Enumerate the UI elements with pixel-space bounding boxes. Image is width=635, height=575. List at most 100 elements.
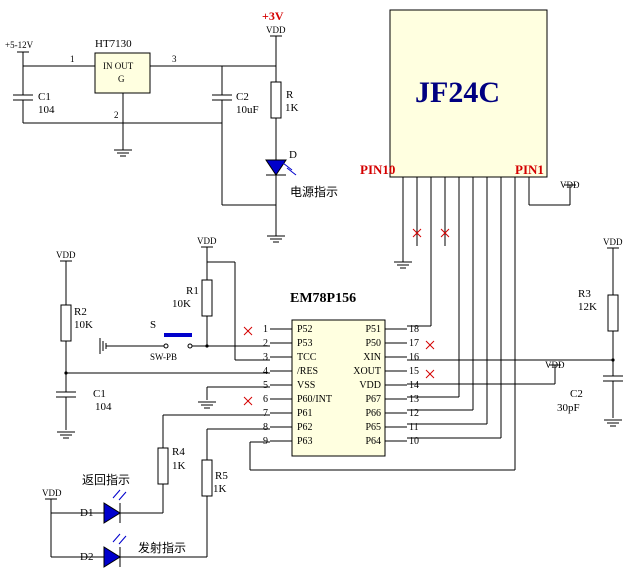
mcu-left-pin-name: P53	[297, 338, 313, 349]
mcu-left-pin-num: 5	[263, 380, 268, 391]
led-d1: VDD D1 返回指示	[42, 472, 130, 557]
r-led-name: R	[286, 89, 294, 101]
regulator-name: HT7130	[95, 38, 132, 50]
mcu-right-pin-name: VDD	[359, 380, 381, 391]
capacitor-c1-top: C1 104	[13, 66, 55, 123]
mcu-left-pin-name: P61	[297, 408, 313, 419]
r3-value: 12K	[578, 301, 597, 313]
mcu-right-pin-name: XIN	[363, 352, 381, 363]
module-pin1-label: PIN1	[515, 162, 544, 177]
mcu-right-pin-num: 12	[409, 408, 419, 419]
r2-value: 10K	[74, 319, 93, 331]
capacitor-c1-bottom: C1 104	[56, 388, 112, 439]
c2-top-value: 10uF	[236, 104, 259, 116]
mcu-right-pin-num: 14	[409, 380, 419, 391]
power-led-name: D	[289, 149, 297, 161]
r1-value: 10K	[172, 298, 191, 310]
c2-top-name: C2	[236, 91, 249, 103]
vdd-r2-label: VDD	[56, 250, 76, 260]
resistor-r-led: R 1K	[270, 81, 299, 119]
vdd-r1-label: VDD	[197, 236, 217, 246]
mcu-left-pin-num: 6	[263, 394, 268, 405]
mcu-left-pin-name: P52	[297, 324, 313, 335]
mcu-left-pin-num: 1	[263, 324, 268, 335]
input-supply-symbol	[16, 51, 30, 63]
mcu-right-pin-name: P51	[365, 324, 381, 335]
push-button-switch: S SW-PB	[99, 319, 207, 362]
reg-pin-in: 1	[70, 54, 75, 64]
vdd-module-label: VDD	[560, 180, 580, 190]
d1-name: D1	[80, 507, 93, 519]
regulator-gnd-mark: G	[118, 74, 125, 84]
mcu-right-pin-name: P65	[365, 422, 381, 433]
vdd-r3-label: VDD	[603, 237, 623, 247]
mcu-left-pin-num: 4	[263, 366, 268, 377]
power-supply-section: +5-12V 1 C1 104 HT7130 IN OUT G 2 3	[5, 9, 338, 243]
led-d2: D2 发射指示	[51, 533, 186, 568]
c1-bottom-name: C1	[93, 388, 106, 400]
mcu-left-pin-name: VSS	[297, 380, 315, 391]
c1-bottom-value: 104	[95, 401, 112, 413]
mcu-right-pin-name: XOUT	[353, 366, 381, 377]
mcu-name: EM78P156	[290, 291, 356, 306]
rf-module-jf24c: JF24C PIN10 PIN1 VDD	[360, 9, 580, 470]
vdd-mcu-label: VDD	[545, 360, 565, 370]
switch-name: S	[150, 319, 156, 331]
module-name: JF24C	[415, 76, 500, 109]
mcu-right-pin-num: 15	[409, 366, 419, 377]
r3-name: R3	[578, 288, 591, 300]
resistor-r4: R4 1K	[120, 414, 270, 514]
mcu-right-pin-name: P50	[365, 338, 381, 349]
r1-name: R1	[186, 285, 199, 297]
mcu-right-pin-name: P66	[365, 408, 381, 419]
r4-value: 1K	[172, 460, 186, 472]
mcu-right-pin-num: 13	[409, 394, 419, 405]
mcu-left-pin-num: 7	[263, 408, 268, 419]
d2-name: D2	[80, 551, 93, 563]
power-led: D 电源指示	[265, 149, 338, 199]
switch-label: SW-PB	[150, 352, 177, 362]
r5-value: 1K	[213, 483, 227, 495]
regulator-ht7130: HT7130 IN OUT G 2	[94, 38, 151, 157]
input-supply-label: +5-12V	[5, 40, 34, 50]
mcu-left-pin-num: 3	[263, 352, 268, 363]
vdd-led-label: VDD	[42, 488, 62, 498]
mcu-left-pin-name: P63	[297, 436, 313, 447]
mcu-right-pin-name: P67	[365, 394, 381, 405]
resistor-r5: R5 1K	[120, 428, 270, 558]
resistor-r2: VDD R2 10K	[56, 250, 93, 392]
mcu-left-pin-name: P62	[297, 422, 313, 433]
module-pin10-label: PIN10	[360, 162, 395, 177]
reg-pin-gnd: 2	[114, 110, 119, 120]
c1-top-name: C1	[38, 91, 51, 103]
mcu-right-pin-name: P64	[365, 436, 381, 447]
power-led-label: 电源指示	[290, 184, 338, 199]
resistor-r1: VDD R1 10K	[172, 236, 270, 361]
capacitor-c2-bottom: C2 30pF	[557, 375, 623, 427]
regulator-body: IN OUT	[103, 61, 134, 71]
c2-bottom-value: 30pF	[557, 402, 580, 414]
mcu-right-pin-num: 11	[409, 422, 419, 433]
c2-bottom-name: C2	[570, 388, 583, 400]
mcu-right-pin-num: 18	[409, 324, 419, 335]
r4-name: R4	[172, 446, 185, 458]
r-led-value: 1K	[285, 102, 299, 114]
r5-name: R5	[215, 470, 228, 482]
d2-label: 发射指示	[138, 540, 186, 555]
c1-top-value: 104	[38, 104, 55, 116]
mcu-left-pin-num: 2	[263, 338, 268, 349]
mcu-right-pin-num: 16	[409, 352, 419, 363]
resistor-r3: VDD R3 12K	[578, 237, 623, 376]
capacitor-c2-top: C2 10uF	[212, 66, 259, 205]
mcu-right-pin-num: 10	[409, 436, 419, 447]
vdd-top-label: VDD	[266, 25, 286, 35]
d1-label: 返回指示	[82, 472, 130, 487]
mcu-left-pin-name: P60/INT	[297, 394, 332, 405]
r2-name: R2	[74, 306, 87, 318]
mcu-right-pin-num: 17	[409, 338, 419, 349]
output-supply-label: +3V	[262, 9, 284, 23]
mcu-left-pin-name: TCC	[297, 352, 317, 363]
mcu-left-pin-num: 8	[263, 422, 268, 433]
